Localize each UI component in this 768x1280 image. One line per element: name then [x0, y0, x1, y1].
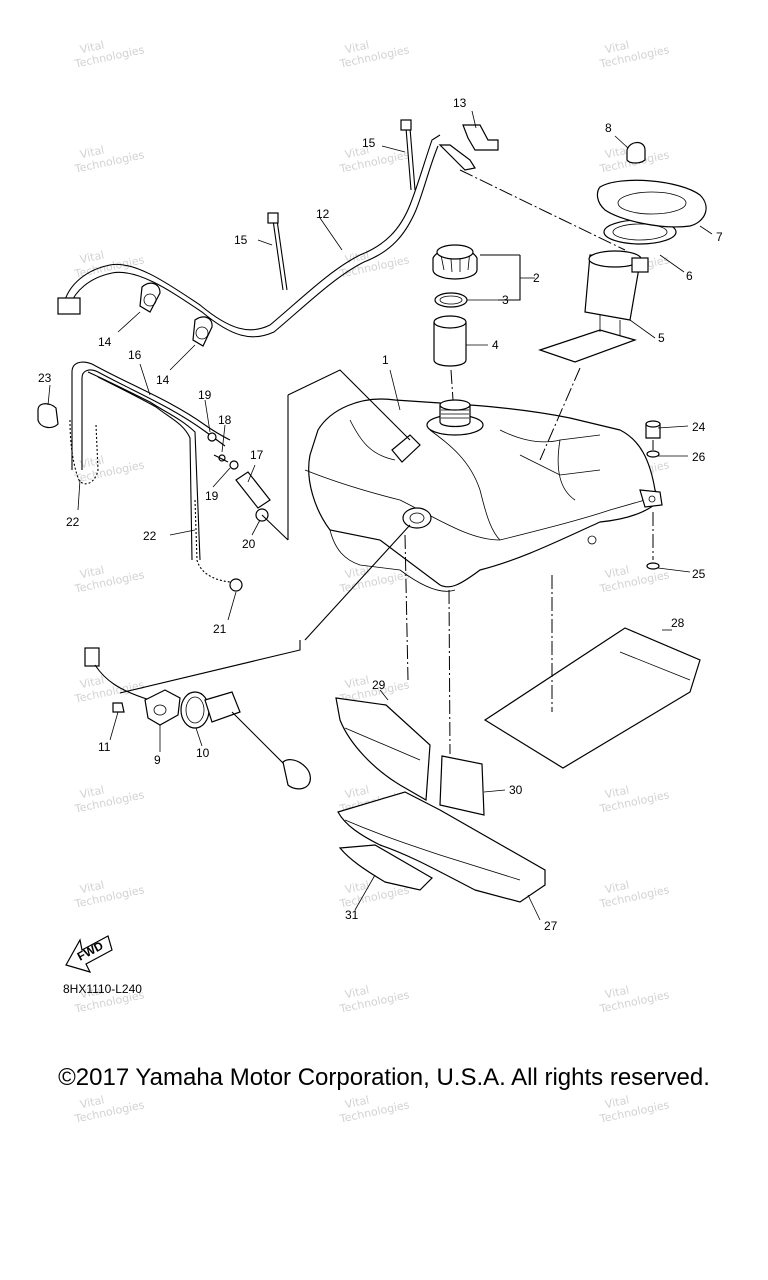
watermark: VitalTechnologies	[595, 30, 671, 70]
callout-12: 12	[316, 207, 330, 221]
watermark: VitalTechnologies	[70, 870, 146, 910]
callout-3: 3	[502, 293, 509, 307]
watermark: VitalTechnologies	[595, 975, 671, 1015]
callout-14a: 14	[98, 335, 112, 349]
callout-22a: 22	[66, 515, 80, 529]
callout-18: 18	[218, 413, 232, 427]
copyright-notice: ©2017 Yamaha Motor Corporation, U.S.A. A…	[58, 1064, 710, 1091]
fuel-sender	[84, 647, 311, 790]
fuel-tank	[304, 398, 663, 592]
callout-26: 26	[692, 450, 706, 464]
mount-parts	[645, 420, 661, 570]
callout-13: 13	[453, 96, 467, 110]
callout-15a: 15	[234, 233, 248, 247]
watermark: VitalTechnologies	[335, 30, 411, 70]
callout-19b: 19	[205, 489, 219, 503]
fuel-pump	[538, 250, 649, 363]
callout-19a: 19	[198, 388, 212, 402]
watermark: VitalTechnologies	[70, 135, 146, 175]
callout-11: 11	[98, 740, 111, 754]
cap-gasket	[434, 292, 468, 308]
clip-13	[462, 124, 499, 151]
callout-17: 17	[250, 448, 264, 462]
protector-27	[337, 791, 546, 903]
watermark: VitalTechnologies	[70, 775, 146, 815]
watermark: VitalTechnologies	[595, 775, 671, 815]
watermark: VitalTechnologies	[335, 975, 411, 1015]
callout-27: 27	[544, 919, 558, 933]
cable-tie-15a	[267, 212, 288, 291]
callout-24: 24	[692, 420, 706, 434]
fwd-arrow-icon: FWD	[65, 935, 113, 973]
diagram-code: 8HX1110-L240	[63, 982, 142, 996]
callout-6: 6	[686, 269, 693, 283]
protector-30	[439, 755, 485, 816]
protector-31	[338, 844, 433, 891]
callout-2: 2	[533, 271, 540, 285]
callout-15b: 15	[362, 136, 376, 150]
cable-tie-15b	[400, 119, 416, 191]
hose-clamp-14b	[192, 316, 213, 347]
rubber-cap	[626, 141, 646, 164]
callout-4: 4	[492, 338, 499, 352]
callout-16: 16	[128, 348, 142, 362]
callout-10: 10	[196, 746, 210, 760]
watermark: VitalTechnologies	[70, 30, 146, 70]
pump-retainer-plate	[596, 179, 707, 228]
breather-hose	[57, 134, 476, 338]
callout-5: 5	[658, 331, 665, 345]
protector-22b	[194, 499, 231, 583]
callout-22b: 22	[143, 529, 157, 543]
protector-22a	[69, 419, 99, 485]
overflow-hose	[71, 361, 231, 561]
leader-lines	[47, 110, 713, 921]
callout-28: 28	[671, 616, 685, 630]
watermark: VitalTechnologies	[595, 870, 671, 910]
callout-23: 23	[38, 371, 52, 385]
watermark: VitalTechnologies	[335, 555, 411, 595]
callout-20: 20	[242, 537, 256, 551]
callout-29: 29	[372, 678, 386, 692]
callout-7: 7	[716, 230, 723, 244]
filler-tube	[433, 315, 467, 367]
callout-9: 9	[154, 753, 161, 767]
watermark: VitalTechnologies	[595, 555, 671, 595]
watermark: VitalTechnologies	[70, 445, 146, 485]
callout-14b: 14	[156, 373, 170, 387]
callout-25: 25	[692, 567, 706, 581]
callout-31: 31	[345, 908, 359, 922]
protector-29	[335, 697, 431, 801]
watermark: VitalTechnologies	[70, 555, 146, 595]
watermark: VitalTechnologies	[70, 665, 146, 705]
clamp-21	[229, 578, 243, 592]
callout-1: 1	[382, 353, 389, 367]
watermark: VitalTechnologies	[335, 240, 411, 280]
assembly-lines	[119, 169, 654, 755]
fuel-cap	[432, 244, 478, 280]
callout-30: 30	[509, 783, 523, 797]
clip-23	[37, 403, 59, 429]
clip-18-19	[207, 432, 239, 470]
callout-labels: 1 2 3 4 5 6 7 8 9 10 11 12 13 14 14 15 1…	[38, 96, 723, 933]
protector-28	[483, 627, 701, 769]
callout-8: 8	[605, 121, 612, 135]
hose-clamp-14a	[139, 282, 161, 313]
watermark: VitalTechnologies	[335, 1085, 411, 1125]
joint-17	[235, 471, 271, 509]
callout-21: 21	[213, 622, 227, 636]
